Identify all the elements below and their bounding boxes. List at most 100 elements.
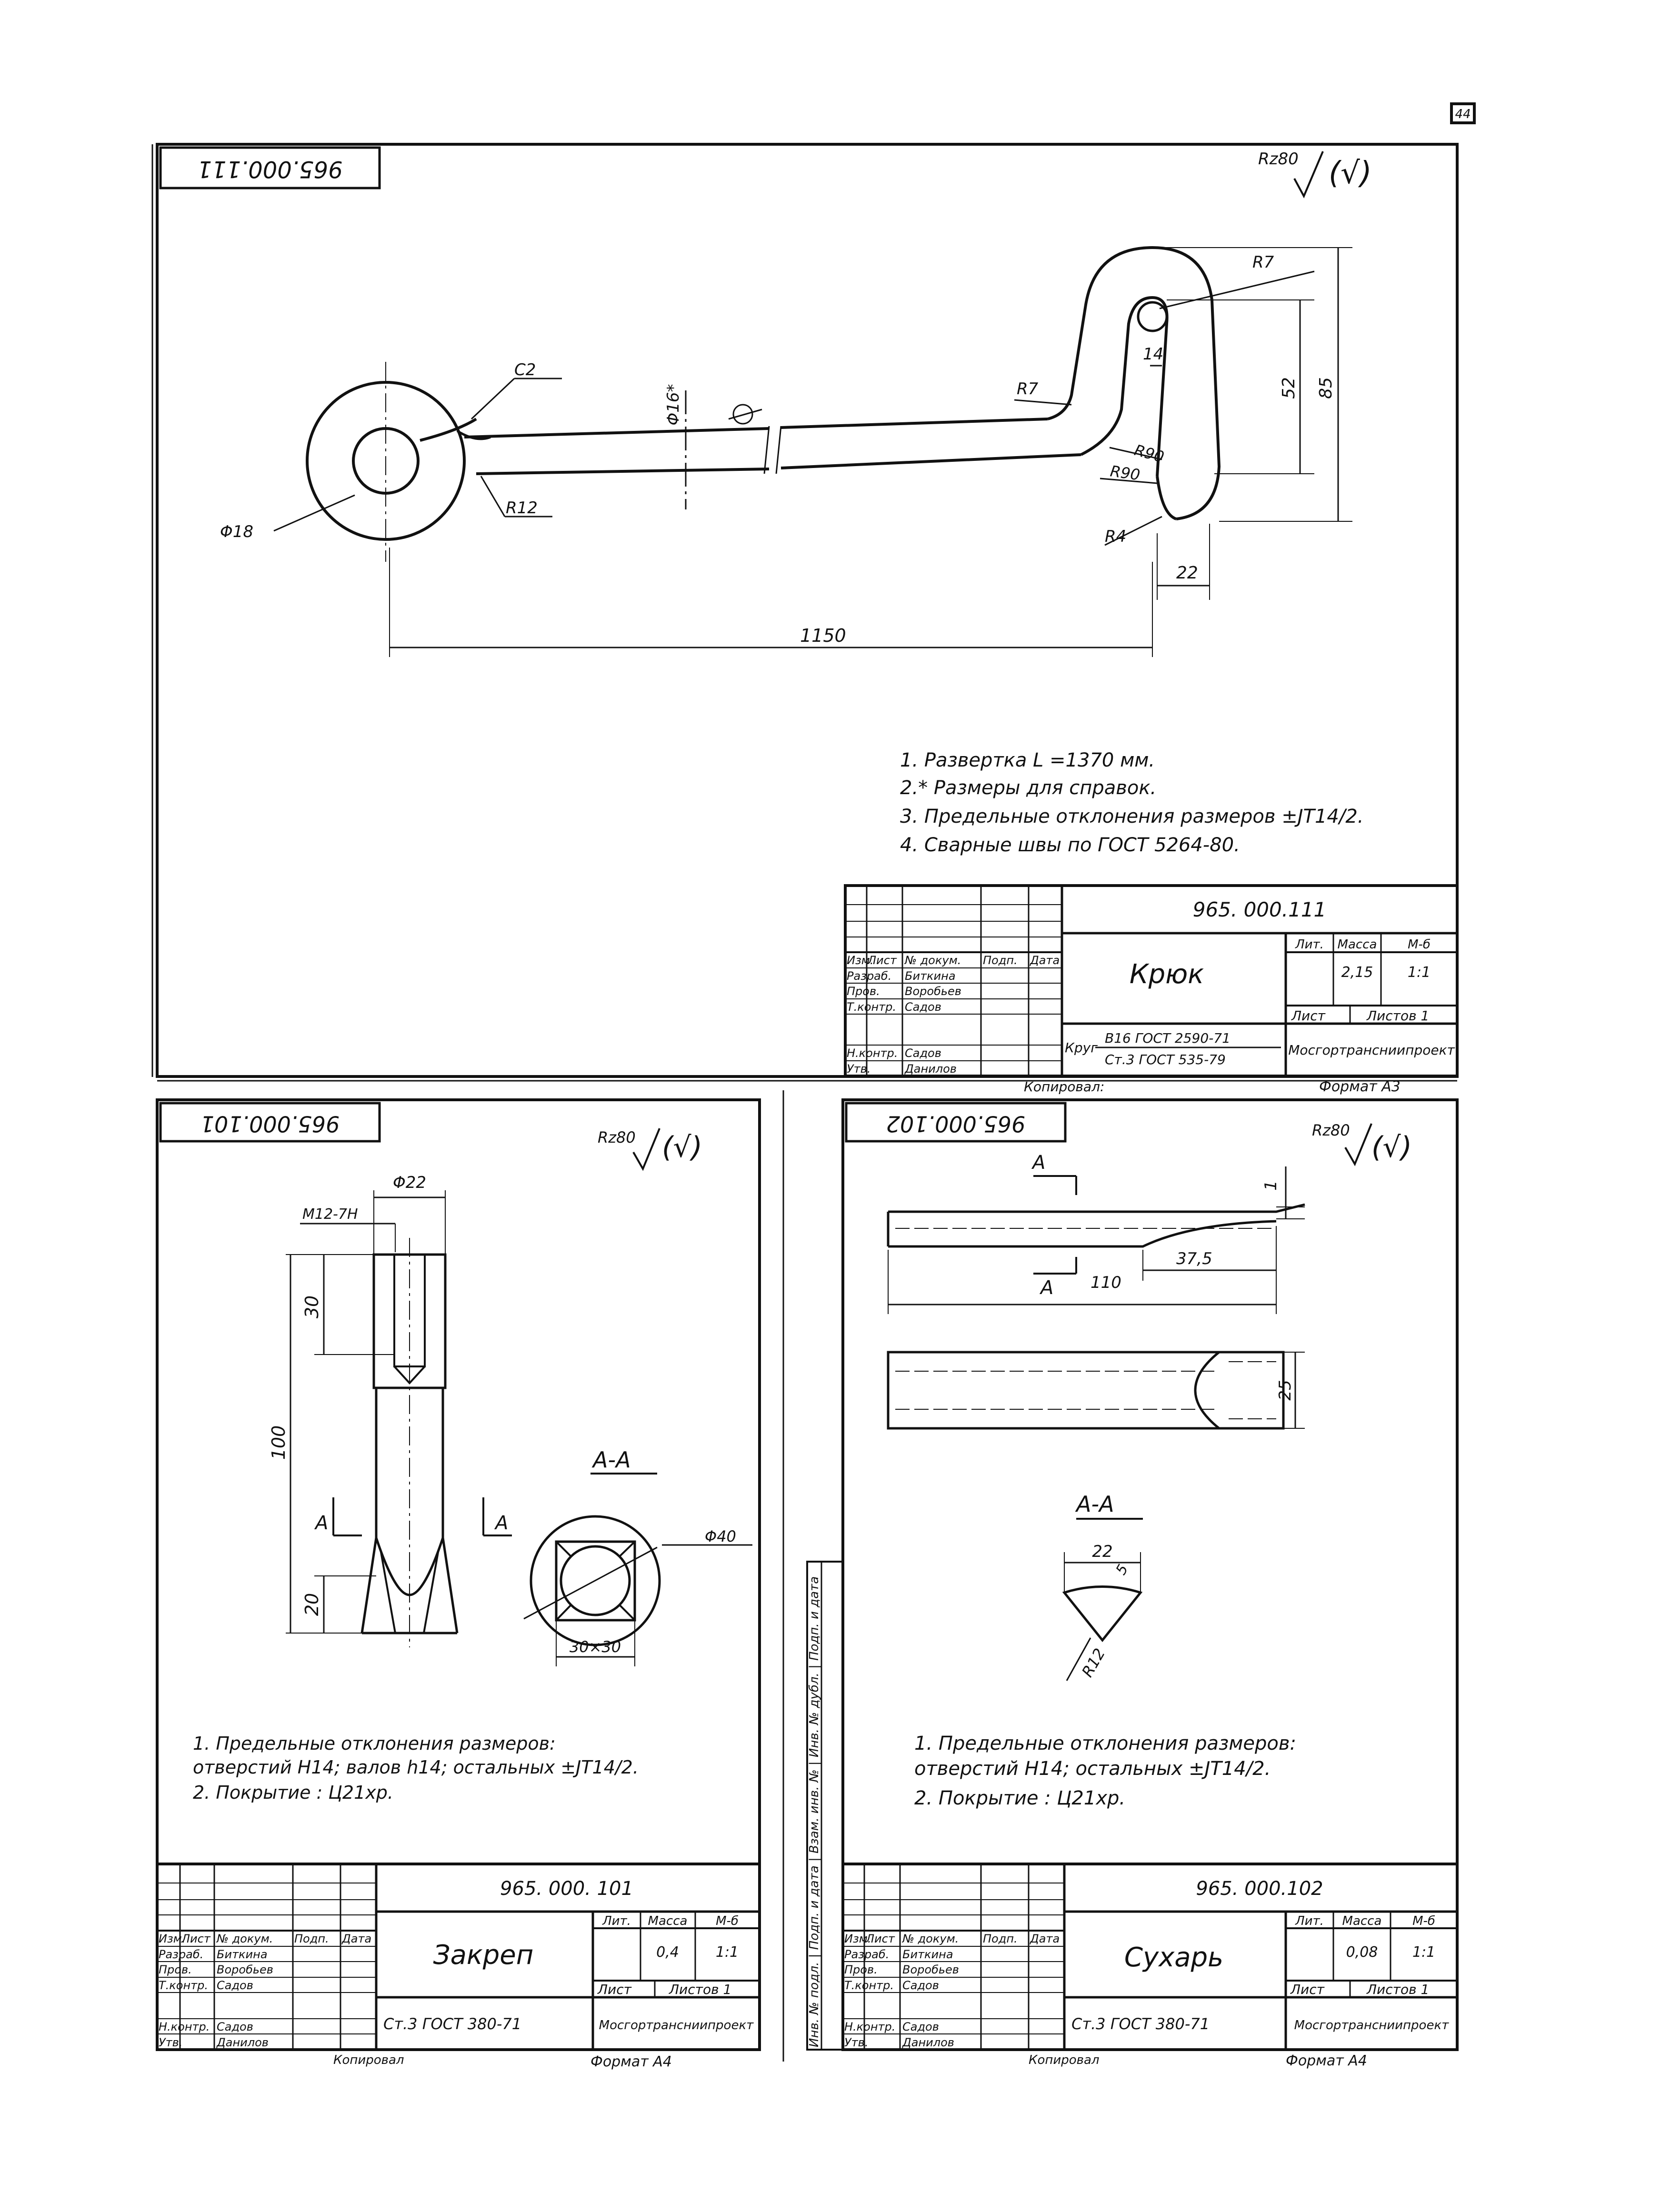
sheet-hook-code-box (159, 146, 381, 189)
svg-text:Садов: Садов (905, 1046, 941, 1060)
dim-r4: R4 (1105, 527, 1126, 546)
dim-r7a: R7 (1017, 379, 1039, 399)
svg-text:Воробьев: Воробьев (902, 1963, 959, 1976)
dim-20: 20 (301, 1593, 322, 1616)
svg-text:Подп.: Подп. (294, 1932, 329, 1945)
dim-30x30: 30×30 (570, 1638, 621, 1656)
section-mark-a-top: A (1031, 1152, 1045, 1174)
svg-text:Садов: Садов (217, 1979, 253, 1992)
section-mark-a-bottom: A (1039, 1277, 1053, 1299)
sheet-block-part-name: Сухарь (1124, 1942, 1223, 1973)
svg-text:Лист: Лист (867, 954, 897, 967)
svg-text:Масса: Масса (1342, 1914, 1382, 1928)
svg-text:Rz80: Rz80 (1258, 149, 1299, 169)
svg-text:Пров.: Пров. (159, 1963, 192, 1976)
svg-text:Rz80: Rz80 (598, 1128, 636, 1146)
svg-text:1. Предельные отклонения разме: 1. Предельные отклонения размеров: (914, 1733, 1296, 1754)
page-number-mark: 44 (1450, 102, 1476, 124)
dim-1150: 1150 (800, 625, 846, 646)
svg-text:Н.контр.: Н.контр. (159, 2020, 210, 2033)
section-aa-label: А-А (1075, 1491, 1114, 1517)
svg-text:Разраб.: Разраб. (847, 969, 891, 983)
roughness-mark: Rz80 (√) (598, 1128, 702, 1171)
svg-text:Изм.: Изм. (159, 1932, 185, 1945)
sheet-clamp-frame (156, 1098, 761, 2051)
svg-text:Листов 1: Листов 1 (669, 1982, 731, 1997)
dim-22: 22 (1176, 563, 1198, 583)
svg-text:3. Предельные отклонения разме: 3. Предельные отклонения размеров ±JT14/… (900, 806, 1363, 827)
svg-text:44: 44 (1455, 107, 1471, 121)
svg-text:Ст.3 ГОСТ 535-79: Ст.3 ГОСТ 535-79 (1105, 1052, 1226, 1067)
dim-1: 1 (1261, 1180, 1281, 1191)
dim-c2: C2 (514, 360, 536, 379)
svg-text:Изм.: Изм. (847, 954, 873, 967)
svg-text:Пров.: Пров. (844, 1963, 878, 1976)
section-mark-a-left: A (314, 1512, 328, 1534)
sheet-hook-frame (156, 143, 1459, 1078)
roughness-mark: Rz80 (√) (1312, 1121, 1412, 1166)
sheet-block-notes: 1. Предельные отклонения размеров: отвер… (914, 1733, 1296, 1809)
sheet-block-copied: Копировал (1029, 2053, 1100, 2067)
svg-text:2. Покрытие : Ц21хр.: 2. Покрытие : Ц21хр. (193, 1782, 393, 1803)
sheet-block-format: Формат А4 (1286, 2053, 1367, 2069)
svg-text:Лит.: Лит. (1295, 937, 1324, 952)
hook-drawing (273, 246, 1352, 657)
svg-text:Данилов: Данилов (902, 2036, 954, 2049)
svg-text:2,15: 2,15 (1341, 964, 1373, 981)
dim-r7b: R7 (1252, 253, 1274, 272)
svg-text:Ст.3 ГОСТ 380-71: Ст.3 ГОСТ 380-71 (1071, 2015, 1210, 2033)
block-drawing (887, 1166, 1305, 1681)
svg-text:Н.контр.: Н.контр. (847, 1046, 898, 1060)
svg-text:Rz80: Rz80 (1312, 1121, 1350, 1139)
svg-text:2. Покрытие : Ц21хр.: 2. Покрытие : Ц21хр. (914, 1787, 1125, 1809)
svg-text:Биткина: Биткина (905, 969, 956, 983)
svg-text:Утв.: Утв. (159, 2036, 182, 2049)
sheet-clamp-title-block: Изм. Лист № докум. Подп. Дата Разраб. Пр… (156, 1863, 761, 2051)
sheet-clamp-part-name: Закреп (433, 1940, 534, 1971)
sheet-hook-notes: 1. Развертка L =1370 мм. 2.* Размеры для… (900, 749, 1363, 856)
svg-text:2.* Размеры для справок.: 2.* Размеры для справок. (900, 777, 1156, 799)
svg-text:В16 ГОСТ 2590-71: В16 ГОСТ 2590-71 (1105, 1030, 1231, 1046)
dim-25: 25 (1276, 1380, 1295, 1400)
svg-text:Разраб.: Разраб. (844, 1948, 889, 1961)
dim-85: 85 (1316, 377, 1336, 399)
sheet-block-code-rotated: 965.000.102 (886, 1111, 1026, 1137)
svg-text:Листов 1: Листов 1 (1366, 1982, 1429, 1997)
svg-text:Круг: Круг (1065, 1040, 1098, 1056)
sheet-clamp-code: 965. 000. 101 (500, 1878, 633, 1900)
svg-text:№ докум.: № докум. (901, 1932, 959, 1945)
svg-text:Лист: Лист (597, 1982, 632, 1997)
side-strip-text: Инв. № подл. | Подп. и дата | Взам. инв.… (807, 1576, 821, 2047)
svg-text:отверстий H14; валов h14; оста: отверстий H14; валов h14; остальных ±JT1… (193, 1757, 639, 1778)
svg-text:Воробьев: Воробьев (217, 1963, 273, 1976)
section-aa-label: А-А (591, 1447, 631, 1473)
sheet-clamp-notes: 1. Предельные отклонения размеров: отвер… (193, 1733, 639, 1803)
svg-text:Лист: Лист (1290, 1982, 1325, 1997)
svg-text:1:1: 1:1 (1408, 964, 1431, 981)
sheet-hook-code-rotated: 965.000.111 (197, 156, 342, 182)
svg-text:1:1: 1:1 (716, 1944, 739, 1961)
svg-text:Лист: Лист (865, 1932, 895, 1945)
svg-text:Дата: Дата (1030, 954, 1060, 967)
svg-text:Лист: Лист (181, 1932, 211, 1945)
dim-r90b: R90 (1109, 462, 1141, 484)
sheet-hook: 965.000.111 Rz80 (√) (151, 143, 1459, 1095)
svg-text:Мосгортрансниипроект: Мосгортрансниипроект (1294, 2018, 1449, 2033)
dim-14: 14 (1143, 345, 1163, 364)
svg-text:Разраб.: Разраб. (159, 1948, 203, 1961)
svg-text:1:1: 1:1 (1412, 1944, 1435, 1961)
svg-text:Данилов: Данилов (216, 2036, 269, 2049)
svg-text:М-б: М-б (1408, 937, 1431, 952)
sheet-hook-part-name: Крюк (1130, 959, 1204, 990)
svg-text:Лит.: Лит. (1295, 1914, 1324, 1928)
sheet-clamp-code-rotated: 965.000.101 (200, 1111, 340, 1137)
svg-text:1. Развертка L =1370 мм.: 1. Развертка L =1370 мм. (900, 749, 1155, 771)
svg-text:0,08: 0,08 (1346, 1944, 1378, 1961)
clamp-drawing (286, 1190, 752, 1666)
svg-text:Воробьев: Воробьев (905, 985, 961, 998)
svg-text:Садов: Садов (902, 1979, 939, 1992)
svg-text:(√): (√) (662, 1131, 702, 1164)
dim-5: 5 (1113, 1562, 1132, 1578)
dim-r12: R12 (506, 498, 538, 518)
